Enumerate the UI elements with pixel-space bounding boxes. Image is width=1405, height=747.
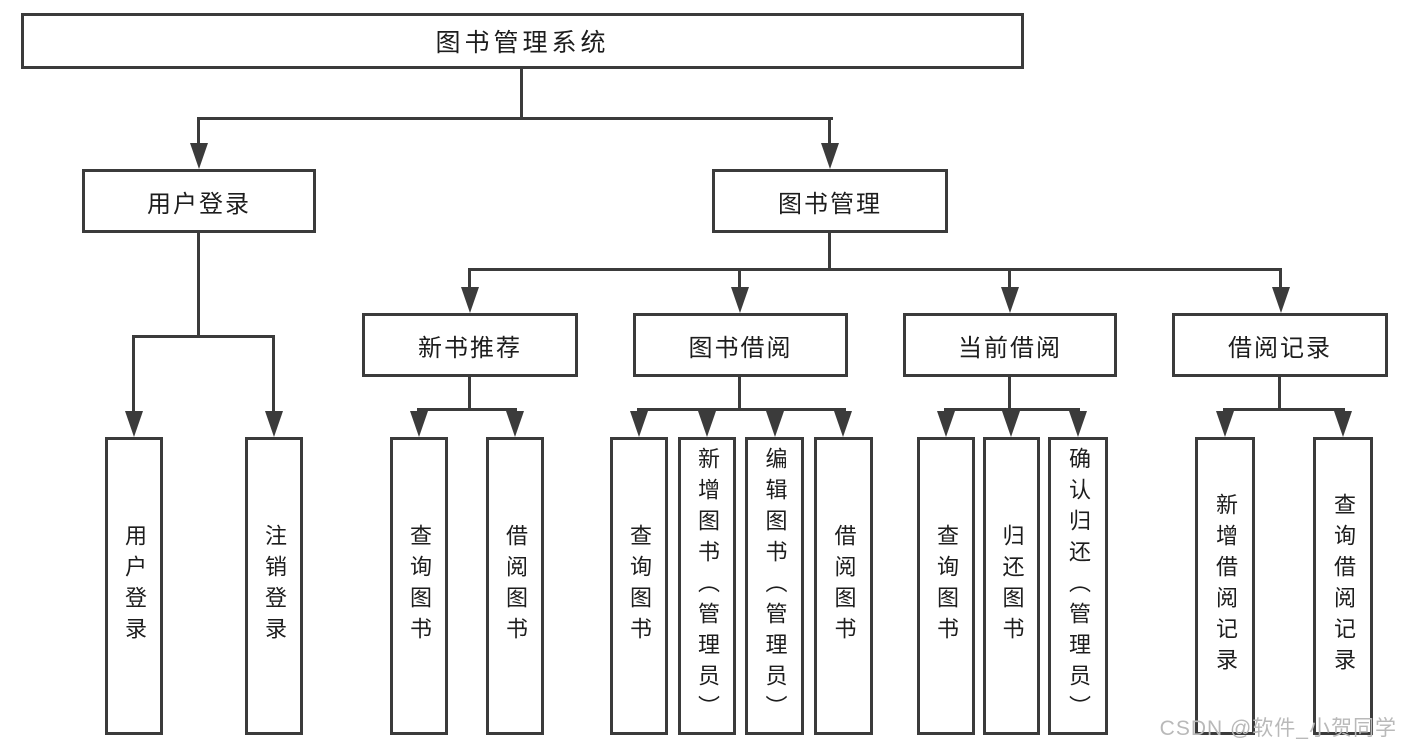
- leaf-cb-confirm-return-admin: 确认归还（管理员）: [1048, 437, 1108, 735]
- leaf-label: 确认归还（管理员）: [1066, 446, 1091, 726]
- leaf-br-query-borrow-record: 查询借阅记录: [1313, 437, 1373, 735]
- leaf-label: 编辑图书（管理员）: [762, 446, 788, 726]
- arrow-down-icon: [506, 411, 524, 437]
- leaf-nb-borrow-books: 借阅图书: [486, 437, 544, 735]
- connector-stem-bookborrow: [738, 268, 741, 290]
- leaf-label: 用户登录: [122, 524, 147, 648]
- connector-g4-vline: [1278, 377, 1281, 410]
- connector-g1-hline: [417, 408, 517, 411]
- node-label: 借阅记录: [1228, 334, 1332, 362]
- leaf-bb-edit-books-admin: 编辑图书（管理员）: [745, 437, 804, 735]
- connector-stem-logout-leaf: [272, 335, 275, 413]
- leaf-bb-borrow-books: 借阅图书: [814, 437, 873, 735]
- node-label: 用户登录: [147, 190, 251, 218]
- leaf-label: 查询图书: [627, 524, 652, 648]
- arrow-down-icon: [410, 411, 428, 437]
- csdn-watermark: CSDN @软件_小贺同学: [1159, 717, 1397, 740]
- node-label: 图书借阅: [688, 334, 793, 362]
- leaf-br-add-borrow-record: 新增借阅记录: [1195, 437, 1255, 735]
- node-label: 图书管理: [778, 190, 882, 218]
- leaf-bb-query-books: 查询图书: [610, 437, 668, 735]
- node-borrow-record: 借阅记录: [1172, 313, 1388, 377]
- arrow-down-icon: [265, 411, 283, 437]
- arrow-down-icon: [1272, 287, 1290, 313]
- node-user-login: 用户登录: [82, 169, 316, 233]
- connector-root-hline: [197, 117, 833, 120]
- connector-stem-borrowrecord: [1279, 268, 1282, 290]
- arrow-down-icon: [1216, 411, 1234, 437]
- leaf-label: 新增借阅记录: [1213, 493, 1238, 679]
- arrow-down-icon: [937, 411, 955, 437]
- node-book-management: 图书管理: [712, 169, 948, 233]
- connector-g4-hline: [1223, 408, 1345, 411]
- leaf-cb-query-books: 查询图书: [917, 437, 975, 735]
- arrow-down-icon: [766, 411, 784, 437]
- connector-userlogin-vline: [197, 233, 200, 337]
- node-label: 新书推荐: [418, 334, 522, 362]
- arrow-down-icon: [125, 411, 143, 437]
- connector-bookmgmt-hline: [468, 268, 1282, 271]
- connector-stem-newbook: [468, 268, 471, 290]
- leaf-label: 借阅图书: [503, 524, 528, 648]
- leaf-nb-query-books: 查询图书: [390, 437, 448, 735]
- arrow-down-icon: [190, 143, 208, 169]
- leaf-label: 查询借阅记录: [1331, 493, 1356, 679]
- connector-stem-user-login: [197, 117, 200, 146]
- leaf-bb-add-books-admin: 新增图书（管理员）: [678, 437, 736, 735]
- node-current-borrow: 当前借阅: [903, 313, 1117, 377]
- node-new-book-recommend: 新书推荐: [362, 313, 578, 377]
- leaf-label: 新增图书（管理员）: [695, 446, 720, 726]
- connector-stem-currentborrow: [1008, 268, 1011, 290]
- connector-g2-vline: [738, 377, 741, 410]
- node-label: 图书管理系统: [435, 29, 610, 57]
- arrow-down-icon: [1069, 411, 1087, 437]
- connector-g2-hline: [637, 408, 846, 411]
- connector-g1-vline: [468, 377, 471, 410]
- leaf-label: 注销登录: [262, 524, 287, 648]
- connector-stem-login-leaf: [132, 335, 135, 413]
- connector-g3-hline: [944, 408, 1080, 411]
- arrow-down-icon: [461, 287, 479, 313]
- leaf-user-login: 用户登录: [105, 437, 163, 735]
- arrow-down-icon: [731, 287, 749, 313]
- arrow-down-icon: [1001, 287, 1019, 313]
- node-book-borrow: 图书借阅: [633, 313, 848, 377]
- leaf-label: 借阅图书: [831, 524, 857, 648]
- leaf-label: 查询图书: [934, 524, 959, 648]
- leaf-label: 查询图书: [407, 524, 432, 648]
- connector-root-vline: [520, 68, 523, 119]
- arrow-down-icon: [834, 411, 852, 437]
- connector-stem-book-mgmt: [828, 117, 831, 146]
- connector-userlogin-hline: [132, 335, 275, 338]
- arrow-down-icon: [698, 411, 716, 437]
- arrow-down-icon: [1334, 411, 1352, 437]
- node-label: 当前借阅: [958, 334, 1062, 362]
- connector-bookmgmt-vline: [828, 233, 831, 271]
- arrow-down-icon: [1002, 411, 1020, 437]
- arrow-down-icon: [821, 143, 839, 169]
- node-library-management-system: 图书管理系统: [21, 13, 1024, 69]
- leaf-logout: 注销登录: [245, 437, 303, 735]
- arrow-down-icon: [630, 411, 648, 437]
- leaf-label: 归还图书: [999, 524, 1025, 648]
- leaf-cb-return-books: 归还图书: [983, 437, 1040, 735]
- connector-g3-vline: [1008, 377, 1011, 410]
